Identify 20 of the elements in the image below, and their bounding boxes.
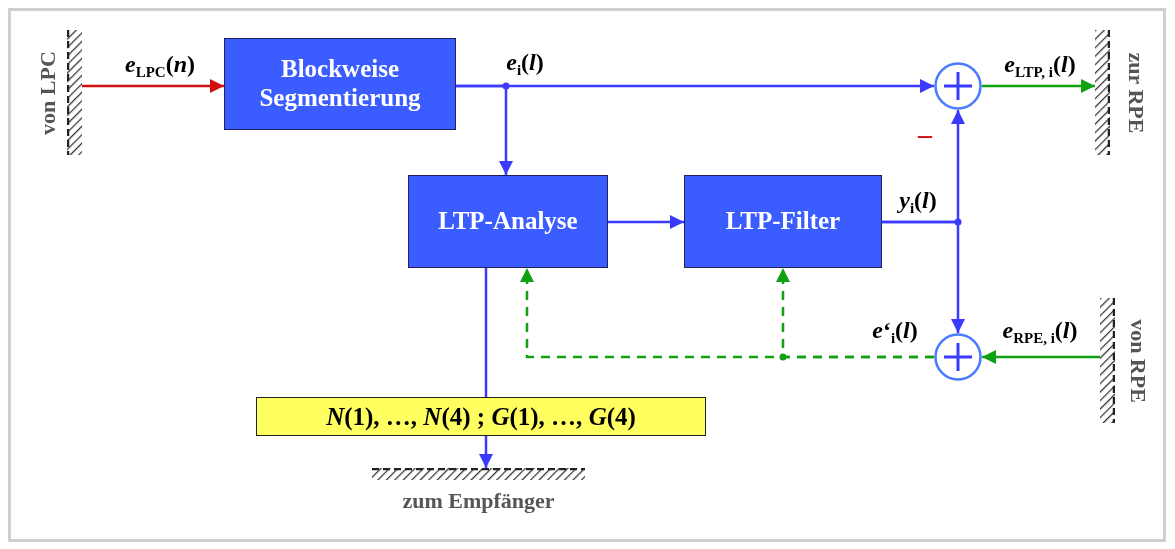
process-box: LTP-Analyse bbox=[408, 175, 608, 268]
connector-line bbox=[484, 268, 488, 397]
arrow bbox=[479, 436, 493, 468]
port-label: zur RPE bbox=[1122, 52, 1149, 133]
arrow bbox=[882, 220, 965, 333]
arrow bbox=[982, 350, 1100, 364]
arrow bbox=[982, 79, 1095, 93]
arrow bbox=[608, 215, 684, 229]
port-label: von RPE bbox=[1125, 318, 1151, 403]
parameter-box: N(1), …, N(4) ; G(1), …, G(4) bbox=[256, 397, 706, 436]
adder-circle bbox=[934, 62, 982, 110]
adder-circle bbox=[934, 333, 982, 381]
arrow bbox=[456, 84, 513, 175]
process-box: Blockweise Segmentierung bbox=[224, 38, 456, 130]
arrow bbox=[82, 79, 224, 93]
port-label: zum Empfänger bbox=[401, 488, 556, 514]
dashed-arrow bbox=[776, 268, 934, 359]
process-box: LTP-Filter bbox=[684, 175, 882, 268]
minus-sign: – bbox=[918, 120, 932, 148]
port-label: von LPC bbox=[34, 50, 61, 135]
